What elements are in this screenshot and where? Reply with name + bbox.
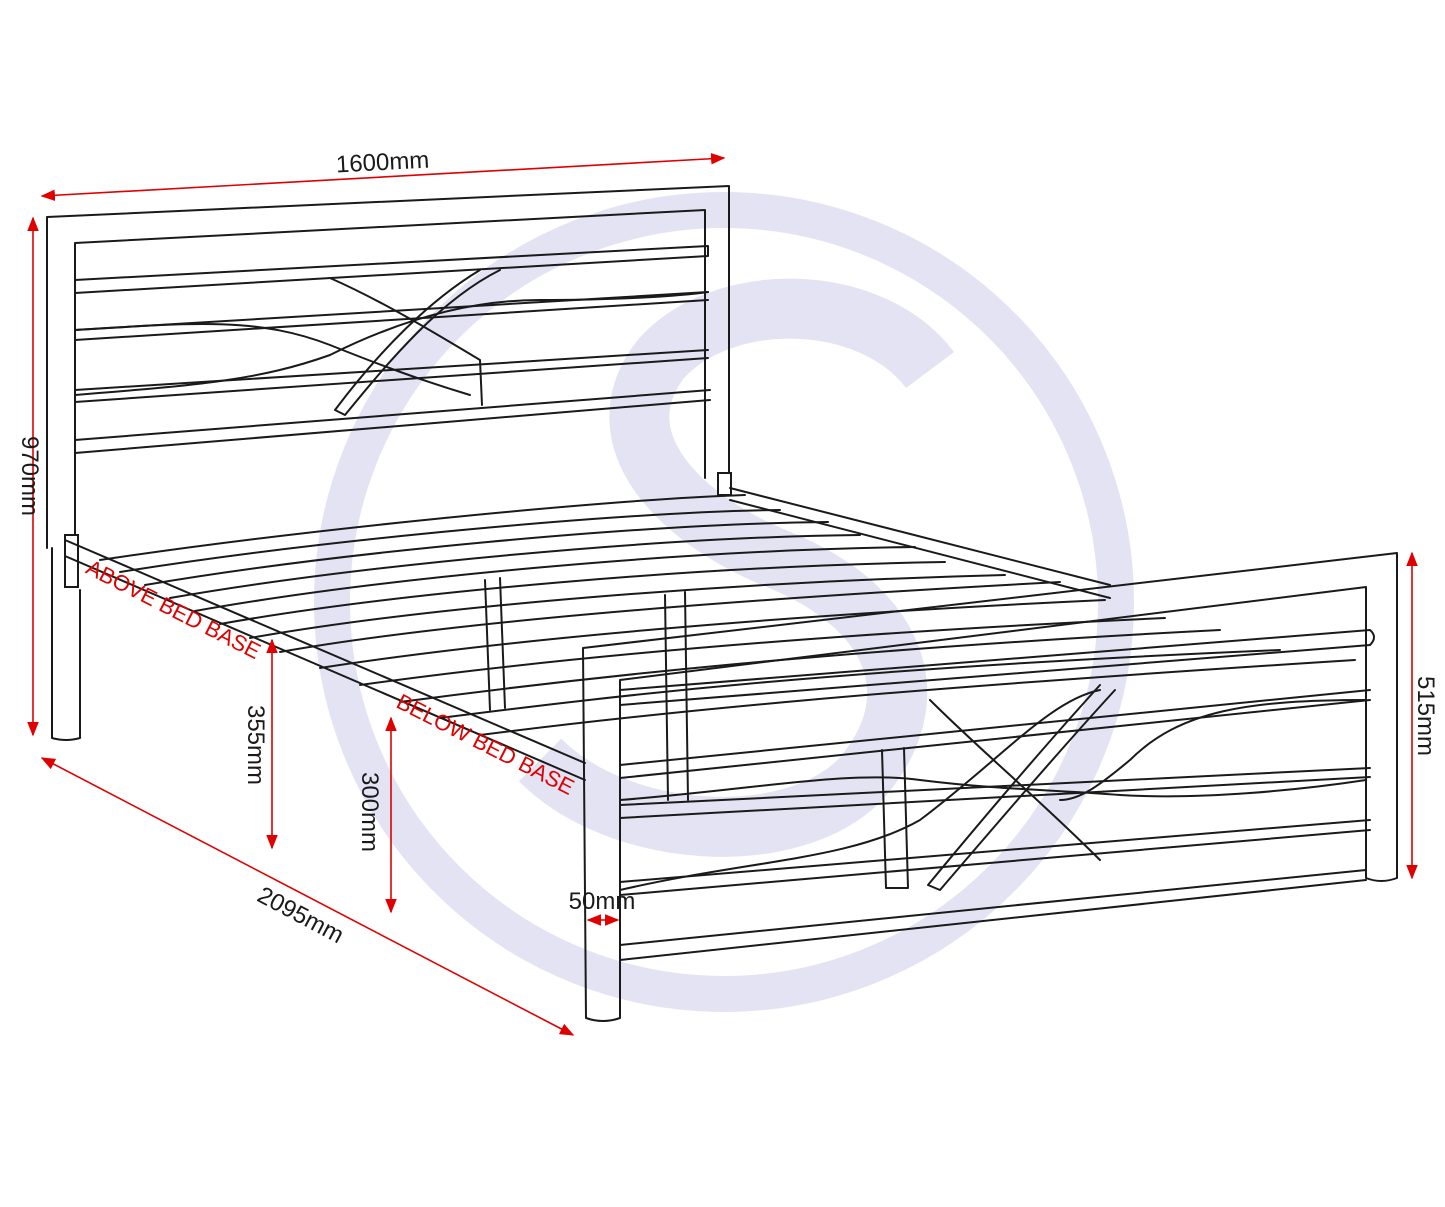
headboard-height-label: 970mm <box>16 436 43 516</box>
watermark-logo <box>314 192 1134 1012</box>
dimension-width: 1600mm <box>40 147 726 202</box>
footboard <box>582 552 1398 1022</box>
dimension-below-base: 300mm <box>356 716 397 914</box>
dimension-above-base: 355mm <box>242 638 278 850</box>
slats <box>99 494 1356 801</box>
headboard <box>46 185 732 741</box>
below-base-height-label: 300mm <box>356 772 383 852</box>
width-label: 1600mm <box>335 147 430 179</box>
bracket <box>717 472 732 496</box>
above-base-height-label: 355mm <box>242 705 269 785</box>
dimension-footboard-height: 515mm <box>1406 551 1439 880</box>
side-rail <box>64 487 1111 781</box>
dimension-post-width: 50mm <box>569 888 636 926</box>
length-label: 2095mm <box>253 882 348 950</box>
footboard-height-label: 515mm <box>1412 676 1439 756</box>
post-width-label: 50mm <box>569 888 636 915</box>
dimension-headboard-height: 970mm <box>16 216 43 737</box>
